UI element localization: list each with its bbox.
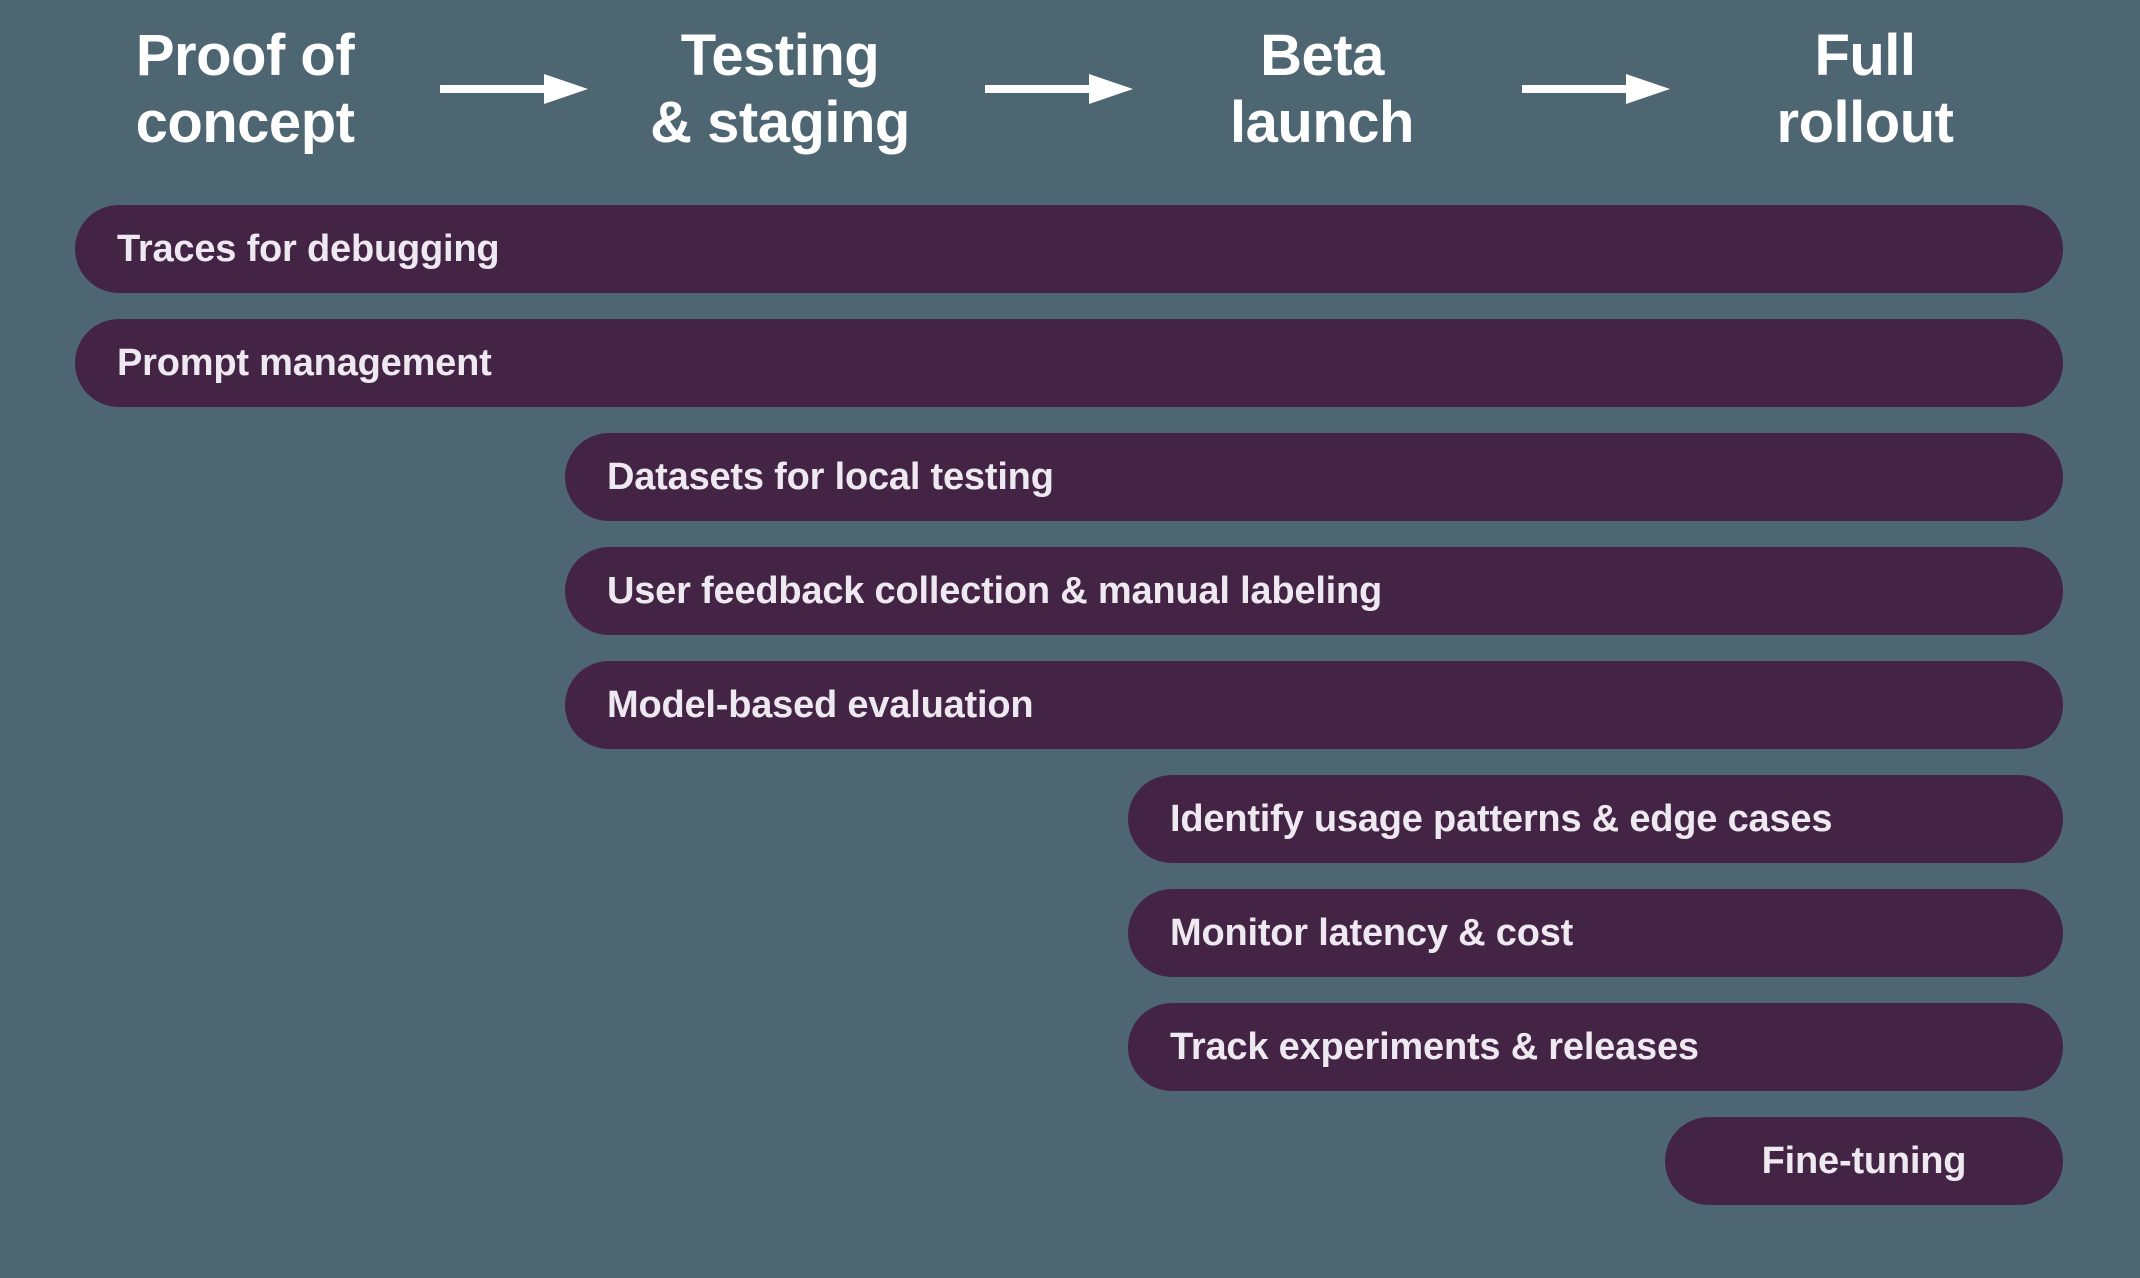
stage-header-line-1: Beta [1260,23,1384,88]
capability-bar[interactable]: Datasets for local testing [565,433,2063,521]
capability-bar-label: Identify usage patterns & edge cases [1170,798,1833,840]
stage-header-line-2: rollout [1776,90,1954,156]
stage-header-line-2: concept [135,90,355,156]
stage-header-line-1: Proof of [135,23,355,88]
arrow-right-icon [1522,74,1670,104]
capability-bar-label: Model-based evaluation [607,684,1034,726]
capability-bar[interactable]: Identify usage patterns & edge cases [1128,775,2063,863]
stage-header-line-2: launch [1230,90,1414,156]
capability-bar[interactable]: Model-based evaluation [565,661,2063,749]
stage-header-line-1: Full [1814,23,1916,88]
stage-header-2: Testing& staging [600,22,960,157]
capability-bar-label: Prompt management [117,342,492,384]
capability-bar-label: Monitor latency & cost [1170,912,1574,954]
capability-bar[interactable]: Fine-tuning [1665,1117,2063,1205]
capability-bar-label: User feedback collection & manual labeli… [607,570,1383,612]
arrow-right-icon [440,74,588,104]
capability-bar-label: Track experiments & releases [1170,1026,1699,1068]
stage-header-line-2: & staging [650,90,910,156]
stage-header-line-1: Testing [680,23,880,88]
arrow-right-icon [985,74,1133,104]
capability-bar[interactable]: Track experiments & releases [1128,1003,2063,1091]
capability-bar[interactable]: Monitor latency & cost [1128,889,2063,977]
capability-bar-label: Datasets for local testing [607,456,1054,498]
capability-bar-label: Fine-tuning [1761,1140,1967,1182]
capability-bar[interactable]: Traces for debugging [75,205,2063,293]
capability-bar[interactable]: User feedback collection & manual labeli… [565,547,2063,635]
capability-bar[interactable]: Prompt management [75,319,2063,407]
capability-bar-label: Traces for debugging [117,228,500,270]
